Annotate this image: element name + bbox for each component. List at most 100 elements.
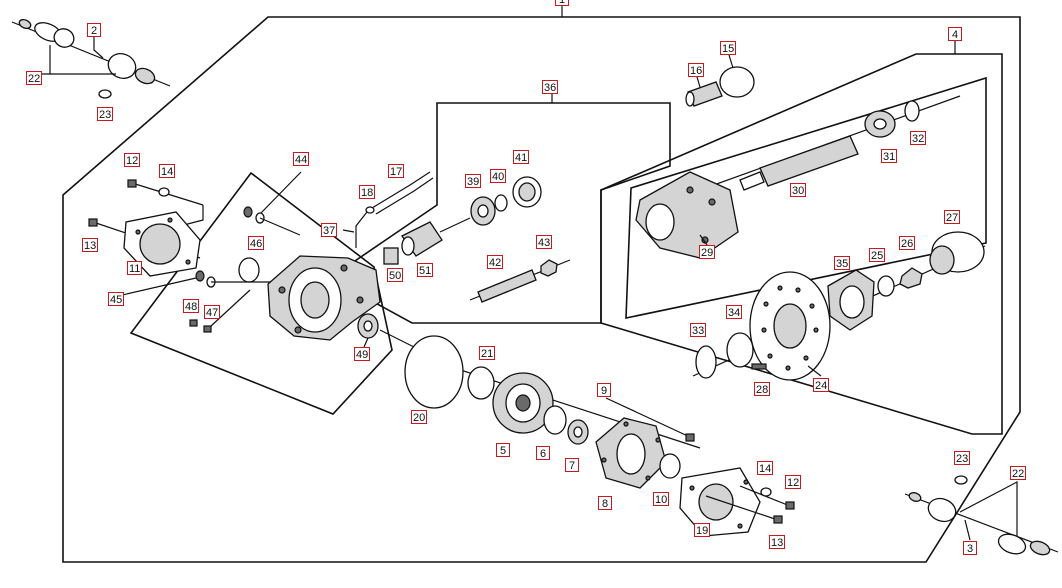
brake-disc-24 (749, 271, 831, 381)
drive-axle-lower (904, 492, 1059, 556)
bolt-13-lower (773, 515, 783, 524)
bolt-12-upper (127, 179, 137, 188)
callout-2: 2 (87, 23, 101, 37)
callout-15: 15 (720, 41, 737, 55)
o-ring-23-lower (954, 475, 968, 485)
bolt-28 (751, 363, 767, 370)
callout-32: 32 (910, 131, 927, 145)
subassembly-4-inner-outline (625, 76, 987, 319)
callout-20: 20 (411, 410, 428, 424)
callout-21: 21 (479, 346, 496, 360)
callout-10: 10 (653, 492, 670, 506)
callout-13-upper: 13 (82, 238, 99, 252)
bearing-41-bore (518, 182, 536, 202)
leader-3 (964, 519, 971, 541)
leader-2 (93, 37, 104, 59)
leader-16 (696, 76, 701, 88)
leader-45 (117, 277, 197, 297)
callout-23-upper: 23 (97, 107, 114, 121)
callout-51: 51 (417, 263, 434, 277)
nut-43 (540, 259, 558, 277)
drive-axle-upper (11, 18, 171, 87)
callout-19: 19 (694, 523, 711, 537)
gear-51 (401, 221, 443, 257)
washer-32 (904, 100, 920, 122)
leader-37 (342, 229, 355, 233)
callout-5: 5 (496, 443, 510, 457)
callout-22-upper: 22 (26, 71, 43, 85)
callout-30: 30 (790, 183, 807, 197)
leader-15 (728, 54, 734, 69)
callout-49: 49 (354, 347, 371, 361)
plate-11 (123, 211, 201, 277)
bolt-axis-13-lower (705, 495, 779, 521)
callout-48: 48 (183, 299, 200, 313)
leader-29 (699, 234, 708, 246)
callout-6: 6 (536, 446, 550, 460)
o-ring-23-upper (98, 89, 112, 99)
callout-1: 1 (555, 0, 569, 6)
stud-45a (195, 270, 205, 282)
bolt-12-lower (785, 501, 795, 510)
leader-22-lower (959, 481, 1018, 537)
washer-25 (877, 275, 895, 297)
callout-14-upper: 14 (159, 164, 176, 178)
main-assembly-outline (62, 16, 1021, 563)
subassembly-44-outline (129, 171, 393, 415)
leader-47 (210, 289, 251, 327)
bearing-31-bore (873, 118, 887, 130)
callout-12-upper: 12 (124, 153, 141, 167)
leader-22-upper (36, 45, 51, 75)
callout-33: 33 (690, 323, 707, 337)
callout-31: 31 (881, 149, 898, 163)
shaft-30 (739, 135, 859, 191)
callout-13-lower: 13 (769, 535, 786, 549)
callout-11: 11 (127, 261, 143, 275)
callout-47: 47 (204, 305, 221, 319)
callout-25: 25 (869, 248, 886, 262)
shaft-42 (477, 269, 537, 303)
gear-housing (267, 255, 381, 341)
bolt-9 (685, 433, 695, 442)
callout-41: 41 (513, 150, 530, 164)
clip-18 (365, 206, 375, 214)
callout-26: 26 (899, 236, 916, 250)
bearing-49-bore (363, 320, 373, 332)
callout-29: 29 (699, 245, 716, 259)
seal-46 (238, 257, 260, 283)
shim-6 (543, 405, 567, 435)
seal-34 (726, 332, 754, 368)
callout-37: 37 (321, 223, 338, 237)
callout-9: 9 (597, 383, 611, 397)
subassembly-4-outline (600, 53, 1003, 435)
axis-51 (439, 217, 471, 233)
seal-10 (659, 453, 681, 479)
plate-19 (679, 467, 761, 537)
callout-42: 42 (487, 255, 504, 269)
bolt-axis-9 (605, 397, 693, 439)
breather-17 (371, 171, 434, 215)
circlip-33 (695, 345, 717, 379)
screw-48 (189, 319, 198, 327)
callout-35: 35 (834, 256, 851, 270)
callout-45: 45 (108, 292, 125, 306)
o-ring-21 (467, 366, 495, 400)
callout-17: 17 (388, 164, 405, 178)
leader-44 (259, 171, 302, 215)
washer-14-upper (158, 187, 170, 197)
callout-34: 34 (726, 305, 743, 319)
callout-12-lower: 12 (785, 475, 802, 489)
sensor-50 (383, 247, 399, 265)
callout-24: 24 (813, 378, 830, 392)
leader-bracket-upper (179, 205, 204, 227)
callout-7: 7 (565, 458, 579, 472)
callout-36: 36 (542, 80, 559, 94)
boot-27 (929, 231, 985, 275)
callout-16: 16 (688, 63, 705, 77)
sleeve-16 (685, 81, 723, 107)
hose-37 (355, 211, 368, 248)
ring-gear-5 (492, 372, 554, 434)
screw-47 (203, 325, 212, 333)
cover-8 (595, 417, 667, 489)
